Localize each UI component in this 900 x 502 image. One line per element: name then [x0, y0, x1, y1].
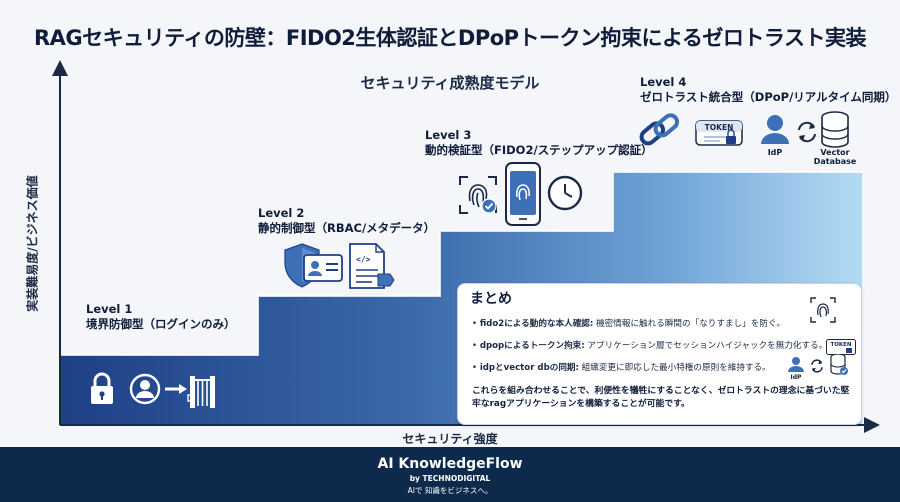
- vector-database-label: Vector Database: [813, 148, 857, 166]
- y-axis-label: 実装難易度/ビジネス価値: [25, 175, 40, 312]
- level-3-number: Level 3: [425, 128, 472, 142]
- arrow-icon: [165, 384, 187, 394]
- diagram-subtitle: セキュリティ成熟度モデル: [360, 74, 540, 92]
- token-label: TOKEN: [705, 123, 734, 132]
- idp-user-icon: [761, 115, 789, 144]
- footer-tagline: AIで 知識をビジネスへ。: [407, 486, 493, 495]
- level-2-name: 静的制御型（RBAC/メタデータ）: [258, 221, 436, 235]
- fingerprint-icon: [459, 176, 497, 214]
- summary-point-text: 機密情報に触れる瞬間の「なりすまし」を防ぐ。: [593, 319, 786, 329]
- summary-point: • idpとvector dbの同期: 組織変更に即応した最小特権の原則を維持す…: [472, 363, 771, 373]
- summary-point-head: dpopによるトークン拘束:: [479, 341, 585, 351]
- smartphone-fingerprint-icon: [505, 162, 541, 226]
- clock-icon: [547, 175, 583, 211]
- fingerprint-icon: [810, 297, 836, 323]
- level-2-caption: Level 2 静的制御型（RBAC/メタデータ）: [258, 206, 435, 236]
- level-3-caption: Level 3 動的検証型（FIDO2/ステップアップ認証）: [425, 128, 653, 158]
- summary-token-label: TOKEN: [830, 342, 851, 348]
- level-3-name: 動的検証型（FIDO2/ステップアップ認証）: [425, 143, 653, 157]
- x-axis-label: セキュリティ強度: [402, 432, 498, 446]
- database-check-icon: [830, 354, 848, 375]
- lock-icon: [91, 372, 113, 404]
- chain-link-icon: [639, 113, 680, 146]
- level-4-number: Level 4: [640, 75, 687, 89]
- level-1-number: Level 1: [86, 302, 133, 316]
- footer-bar: AI KnowledgeFlow by TECHNODIGITAL AIで 知識…: [0, 447, 900, 502]
- level-4-name: ゼロトラスト統合型（DPoP/リアルタイム同期）: [640, 90, 897, 104]
- level-1-caption: Level 1 境界防御型（ログインのみ）: [86, 302, 236, 332]
- svg-text:</>: </>: [356, 255, 371, 264]
- footer-brand: AI KnowledgeFlow: [377, 456, 523, 472]
- level-2-number: Level 2: [258, 206, 305, 220]
- user-icon: [788, 357, 804, 372]
- token-icon: TOKEN: [826, 339, 856, 355]
- summary-title: まとめ: [470, 291, 512, 307]
- summary-conclusion: これらを組み合わせることで、利便性を犠牲にすることなく、ゼロトラストの理念に基づ…: [472, 386, 850, 409]
- summary-point-head: fido2による動的な本人確認:: [479, 319, 594, 329]
- page-title: RAGセキュリティの防壁：FIDO2生体認証とDPoPトークン拘束によるゼロトラ…: [33, 26, 867, 50]
- summary-point: • dpopによるトークン拘束: アプリケーション層でセッションハイジャックを無…: [472, 341, 828, 351]
- sync-icon: [811, 359, 823, 373]
- database-icon: [821, 111, 849, 148]
- level-4-caption: Level 4 ゼロトラスト統合型（DPoP/リアルタイム同期）: [640, 75, 896, 105]
- summary-idp-label: IdP: [790, 374, 802, 381]
- summary-point-head: idpとvector dbの同期:: [479, 363, 579, 373]
- gate-icon: [187, 376, 215, 408]
- idp-label: IdP: [767, 148, 783, 157]
- footer-by: by TECHNODIGITAL: [409, 474, 491, 483]
- summary-point-text: アプリケーション層でセッションハイジャックを無力化する。: [584, 341, 828, 351]
- level-1-name: 境界防御型（ログインのみ）: [86, 317, 236, 331]
- summary-panel: まとめ • fido2による動的な本人確認: 機密情報に触れる瞬間の「なりすまし…: [457, 283, 862, 425]
- staircase-edge: [60, 171, 862, 356]
- summary-point: • fido2による動的な本人確認: 機密情報に触れる瞬間の「なりすまし」を防ぐ…: [472, 319, 786, 329]
- token-key-icon: TOKEN: [695, 120, 743, 146]
- sync-icon: [798, 121, 816, 143]
- document-code-icon: </>: [349, 243, 395, 289]
- id-card-icon: [303, 254, 343, 282]
- user-icon: [129, 373, 161, 405]
- summary-point-text: 組織変更に即応した最小特権の原則を維持する。: [578, 363, 771, 373]
